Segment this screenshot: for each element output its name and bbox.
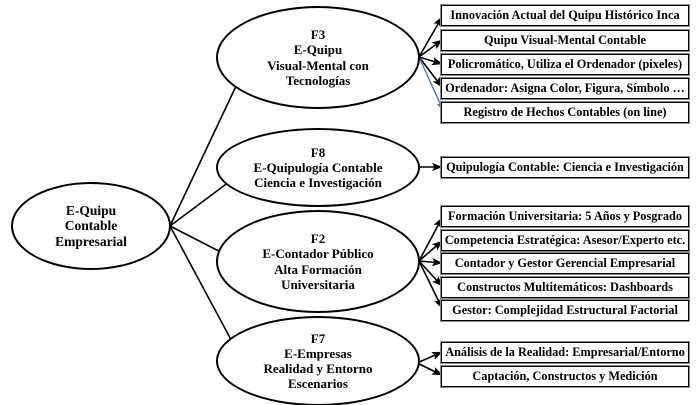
leaf-box-f7-2[interactable]: Captación, Constructos y Medición bbox=[440, 365, 690, 388]
edge-f7-leaf-1 bbox=[416, 351, 443, 364]
leaf-label-f2-2: Competencia Estratégica: Asesor/Experto … bbox=[441, 230, 689, 251]
leaf-label-f2-4: Constructos Multitemáticos: Dashboards bbox=[441, 277, 689, 298]
node-f8-line-3: Ciencia e Investigación bbox=[254, 175, 382, 191]
node-root-line-1: E-Quipu bbox=[65, 202, 117, 218]
leaf-box-f2-2[interactable]: Competencia Estratégica: Asesor/Experto … bbox=[440, 229, 690, 252]
f2-connectors bbox=[418, 217, 443, 309]
node-f2-line-4: Universitaria bbox=[281, 276, 355, 292]
node-f3-code: F3 bbox=[310, 27, 326, 43]
leaf-box-f3-1[interactable]: Innovación Actual del Quipu Histórico In… bbox=[440, 4, 690, 27]
node-f2-code: F2 bbox=[310, 231, 326, 247]
node-f8[interactable]: F8 E-Quipulogía Contable Ciencia e Inves… bbox=[216, 128, 420, 207]
edge-f2-leaf-3 bbox=[418, 257, 443, 267]
leaf-label-f8-1: Quipulogía Contable: Ciencia e Investiga… bbox=[441, 157, 689, 178]
leaf-label-f7-2: Captación, Constructos y Medición bbox=[441, 366, 689, 387]
leaf-box-f2-1[interactable]: Formación Universitaria: 5 Años y Posgra… bbox=[440, 205, 690, 228]
leaf-label-f3-3: Policromático, Utiliza el Ordenador (pix… bbox=[441, 54, 689, 75]
leaf-label-f3-2: Quipu Visual-Mental Contable bbox=[441, 30, 689, 51]
node-f7-line-2: E-Empresas bbox=[284, 345, 352, 361]
node-f7-line-4: Escenarios bbox=[288, 376, 348, 392]
node-root[interactable]: E-Quipu Contable Empresarial bbox=[11, 182, 171, 270]
edge-f2-leaf-5 bbox=[418, 260, 443, 309]
node-f7[interactable]: F7 E-Empresas Realidad y Entorno Escenar… bbox=[216, 316, 420, 405]
node-f2-line-3: Alta Formación bbox=[274, 261, 362, 277]
node-f7-line-3: Realidad y Entorno bbox=[263, 361, 373, 376]
node-f3[interactable]: F3 E-Quipu Visual-Mental con Tecnologías bbox=[216, 6, 420, 109]
edge-f3-leaf-2 bbox=[418, 39, 443, 58]
leaf-label-f3-4: Ordenador: Asigna Color, Figura, Símbolo… bbox=[441, 78, 689, 99]
node-f2-line-2: E-Contador Público bbox=[262, 246, 374, 262]
leaf-label-f7-1: Análisis de la Realidad: Empresarial/Ent… bbox=[441, 342, 689, 363]
leaf-box-f3-5[interactable]: Registro de Hechos Contables (on line) bbox=[440, 101, 690, 124]
node-f7-code: F7 bbox=[310, 330, 326, 346]
leaf-label-f3-1: Innovación Actual del Quipu Histórico In… bbox=[441, 5, 689, 26]
node-root-line-2: Contable bbox=[64, 218, 118, 234]
leaf-box-f3-2[interactable]: Quipu Visual-Mental Contable bbox=[440, 29, 690, 52]
leaf-box-f3-3[interactable]: Policromático, Utiliza el Ordenador (pix… bbox=[440, 53, 690, 76]
leaf-label-f3-5: Registro de Hechos Contables (on line) bbox=[441, 102, 689, 123]
leaf-box-f2-4[interactable]: Constructos Multitemáticos: Dashboards bbox=[440, 276, 690, 299]
leaf-box-f7-1[interactable]: Análisis de la Realidad: Empresarial/Ent… bbox=[440, 341, 690, 364]
edge-f7-leaf-2 bbox=[416, 362, 443, 376]
node-f3-line-2: E-Quipu bbox=[293, 42, 343, 58]
node-f2[interactable]: F2 E-Contador Público Alta Formación Uni… bbox=[216, 210, 420, 313]
node-root-line-3: Empresarial bbox=[55, 233, 127, 249]
edge-f2-leaf-4 bbox=[418, 260, 443, 287]
edge-f2-leaf-2 bbox=[418, 240, 443, 262]
f7-connectors bbox=[416, 351, 443, 376]
node-f8-line-2: E-Quipulogía Contable bbox=[253, 159, 383, 175]
node-f8-code: F8 bbox=[310, 144, 326, 160]
node-f3-line-4: Tecnologías bbox=[285, 72, 351, 88]
leaf-box-f2-3[interactable]: Contador y Gestor Gerencial Empresarial bbox=[440, 252, 690, 275]
edge-f3-leaf-1 bbox=[418, 16, 443, 58]
edge-f3-leaf-4 bbox=[418, 56, 443, 88]
leaf-label-f2-1: Formación Universitaria: 5 Años y Posgra… bbox=[441, 206, 689, 227]
leaf-box-f3-4[interactable]: Ordenador: Asigna Color, Figura, Símbolo… bbox=[440, 77, 690, 100]
leaf-label-f2-3: Contador y Gestor Gerencial Empresarial bbox=[441, 253, 689, 274]
leaf-box-f2-5[interactable]: Gestor: Complejidad Estructural Factoria… bbox=[440, 299, 690, 322]
leaf-label-f2-5: Gestor: Complejidad Estructural Factoria… bbox=[441, 300, 689, 321]
leaf-box-f8-1[interactable]: Quipulogía Contable: Ciencia e Investiga… bbox=[440, 156, 690, 179]
edge-f3-leaf-3 bbox=[418, 56, 443, 66]
node-f3-line-3: Visual-Mental con bbox=[267, 57, 369, 73]
edge-f2-leaf-1 bbox=[418, 217, 443, 262]
root-connectors bbox=[169, 64, 247, 363]
f3-connectors bbox=[418, 16, 443, 88]
